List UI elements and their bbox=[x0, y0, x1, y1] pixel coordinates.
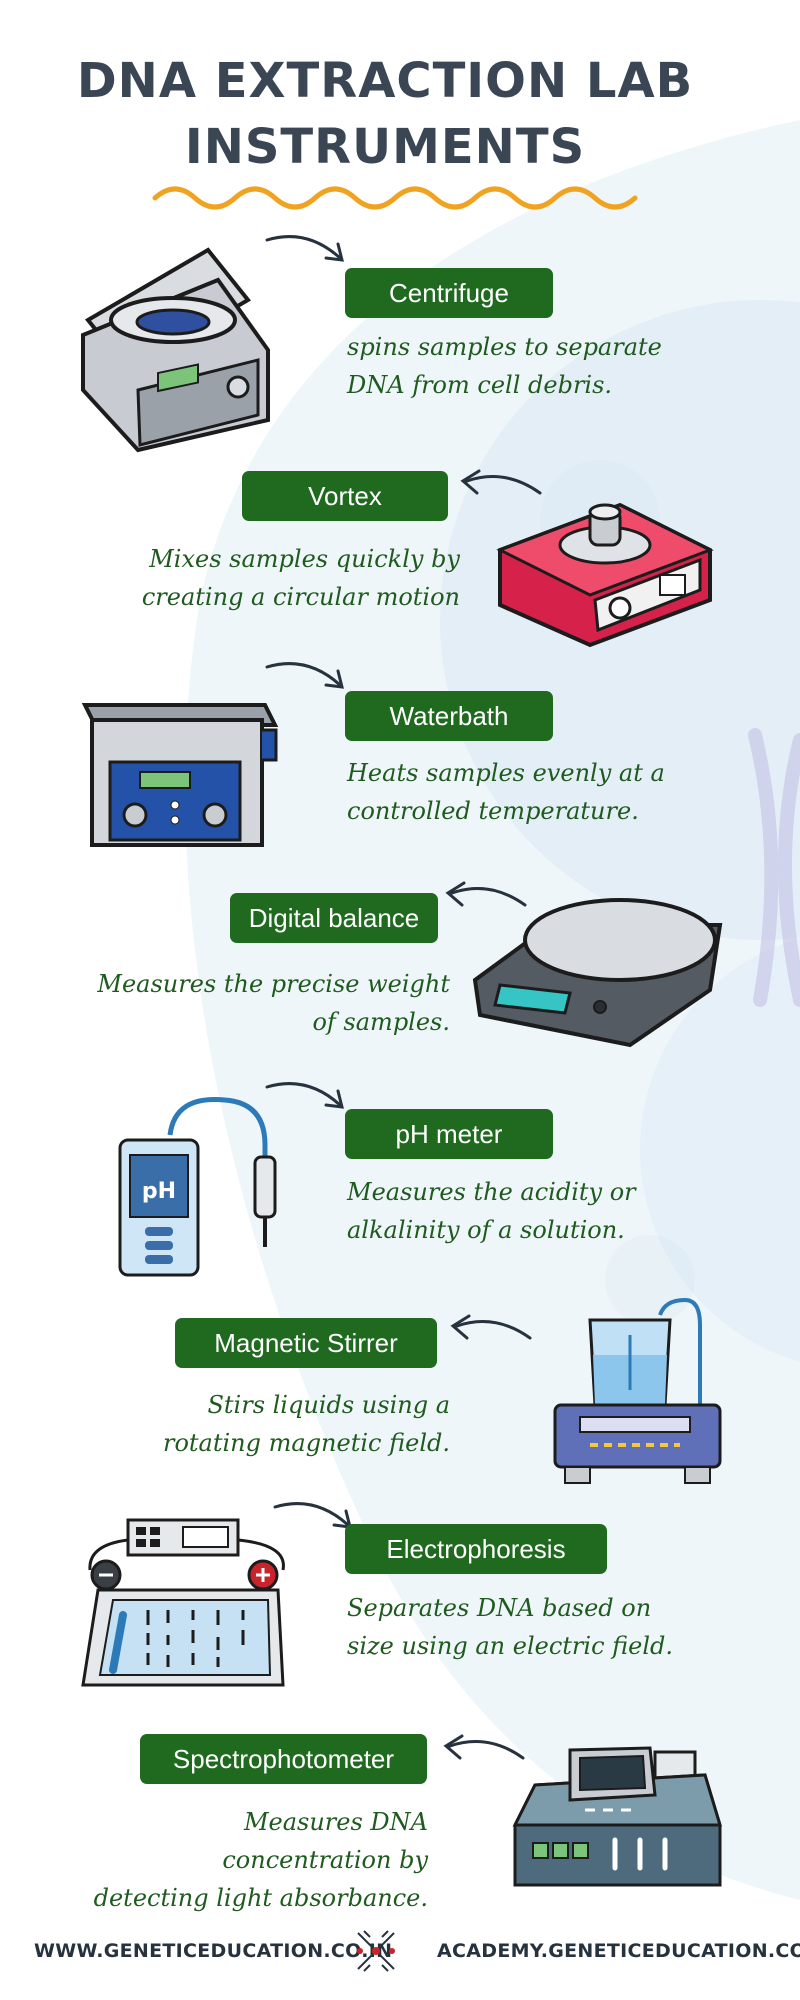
page-title: DNA EXTRACTION LAB INSTRUMENTS bbox=[0, 48, 770, 180]
arrow-icon bbox=[450, 1314, 532, 1340]
dna-logo-icon bbox=[357, 1930, 395, 1972]
electrophoresis-icon bbox=[81, 1518, 285, 1687]
arrow-icon bbox=[265, 1082, 344, 1109]
instrument-label-centrifuge: Centrifuge bbox=[345, 268, 553, 318]
arrow-icon bbox=[460, 469, 542, 495]
title-line-2: INSTRUMENTS bbox=[184, 119, 586, 175]
magnetic-stirrer-icon bbox=[553, 1297, 722, 1484]
arrow-icon bbox=[443, 1734, 525, 1760]
instrument-label-waterbath: Waterbath bbox=[345, 691, 553, 741]
arrow-icon bbox=[265, 662, 344, 689]
instrument-description-vortex: Mixes samples quickly by creating a circ… bbox=[141, 545, 460, 611]
instrument-label-digital-balance: Digital balance bbox=[230, 893, 438, 943]
instrument-description-magnetic-stirrer: Stirs liquids using a rotating magnetic … bbox=[162, 1391, 450, 1457]
instrument-description-centrifuge: spins samples to separate DNA from cell … bbox=[347, 333, 662, 399]
wave-divider bbox=[152, 186, 638, 210]
instrument-label-ph-meter: pH meter bbox=[345, 1109, 553, 1159]
ph-display-label: pH bbox=[142, 1179, 176, 1204]
instrument-description-electrophoresis: Separates DNA based on size using an ele… bbox=[347, 1594, 674, 1660]
instrument-label-vortex: Vortex bbox=[242, 471, 448, 521]
footer-website-link[interactable]: WWW.GENETICEDUCATION.CO.IN bbox=[34, 1940, 393, 1962]
digital-balance-icon bbox=[472, 898, 723, 1048]
arrow-icon bbox=[445, 881, 527, 907]
title-line-1: DNA EXTRACTION LAB bbox=[76, 53, 694, 109]
instrument-description-waterbath: Heats samples evenly at a controlled tem… bbox=[347, 759, 665, 825]
centrifuge-icon bbox=[81, 247, 270, 453]
instrument-description-ph-meter: Measures the acidity or alkalinity of a … bbox=[347, 1178, 636, 1244]
arrow-icon bbox=[265, 235, 344, 262]
instrument-description-digital-balance: Measures the precise weight of samples. bbox=[97, 970, 450, 1036]
instrument-label-electrophoresis: Electrophoresis bbox=[345, 1524, 607, 1574]
instrument-description-spectrophotometer: Measures DNA concentration by detecting … bbox=[93, 1808, 428, 1912]
footer-academy-link[interactable]: ACADEMY.GENETICEDUCATION.CO.IN bbox=[437, 1940, 800, 1962]
ph-meter-icon: pH bbox=[118, 1096, 277, 1277]
spectrophotometer-icon bbox=[512, 1746, 723, 1887]
waterbath-icon bbox=[81, 703, 279, 847]
instrument-label-magnetic-stirrer: Magnetic Stirrer bbox=[175, 1318, 437, 1368]
instrument-label-spectrophotometer: Spectrophotometer bbox=[140, 1734, 427, 1784]
vortex-mixer-icon bbox=[496, 502, 714, 648]
